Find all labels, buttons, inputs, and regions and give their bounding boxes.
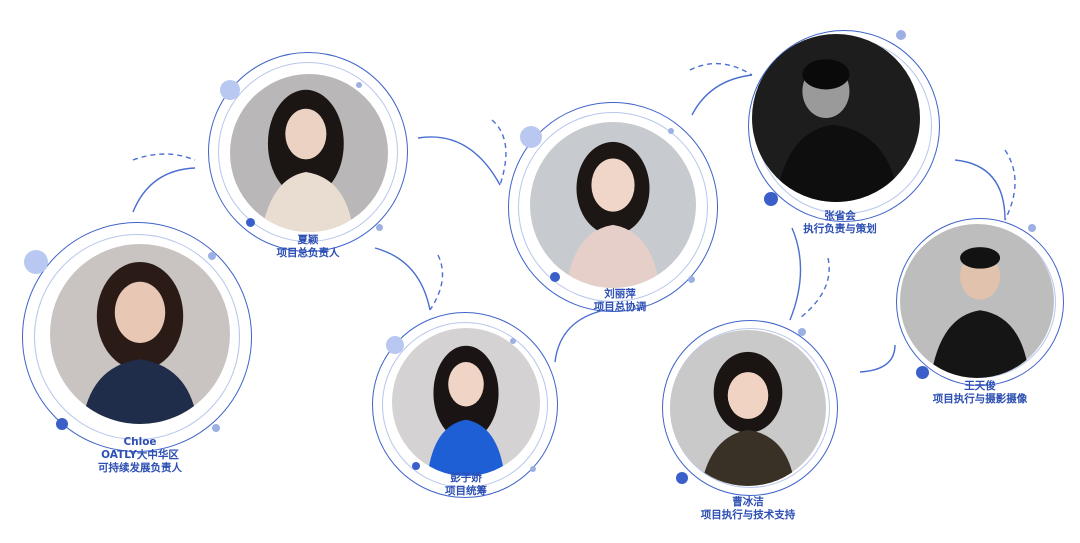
member-card-caobingjie	[662, 320, 842, 500]
zhangshenghui-photo	[752, 34, 920, 202]
liuliping-name: 刘丽萍	[604, 288, 636, 300]
chloe-role-2: 可持续发展负责人	[98, 462, 182, 474]
liuliping-label: 刘丽萍 项目总协调	[594, 288, 647, 314]
caobingjie-label: 曹冰洁 项目执行与技术支持	[701, 496, 796, 522]
wangtianjun-role: 项目执行与摄影摄像	[932, 393, 1028, 405]
pengzijiao-role: 项目统筹	[445, 485, 487, 497]
liuliping-photo	[530, 122, 696, 288]
chloe-name: Chloe	[123, 436, 157, 448]
pengzijiao-name: 彭子娇	[450, 472, 482, 484]
member-card-xiaying	[208, 52, 414, 258]
wangtianjun-photo	[900, 224, 1054, 378]
xiaying-name: 夏颖	[297, 234, 319, 246]
xiaying-label: 夏颖 项目总负责人	[277, 234, 340, 260]
xiaying-photo	[230, 74, 388, 232]
member-card-chloe	[22, 222, 258, 458]
chloe-photo	[50, 244, 230, 424]
wangtianjun-label: 王天俊 项目执行与摄影摄像	[933, 380, 1028, 406]
caobingjie-name: 曹冰洁	[732, 496, 764, 508]
zhangshenghui-role: 执行负责与策划	[803, 223, 877, 235]
chloe-label: Chloe OATLY大中华区 可持续发展负责人	[98, 436, 182, 475]
caobingjie-role: 项目执行与技术支持	[700, 509, 796, 521]
member-card-wangtianjun	[896, 218, 1068, 390]
member-card-liuliping	[508, 102, 722, 316]
member-card-pengzijiao	[372, 312, 562, 502]
caobingjie-photo	[670, 330, 826, 486]
zhangshenghui-label: 张省会 执行负责与策划	[803, 210, 877, 236]
liuliping-role: 项目总协调	[593, 301, 647, 313]
chloe-role-1: OATLY大中华区	[101, 449, 179, 461]
pengzijiao-photo	[392, 328, 540, 476]
zhangshenghui-name: 张省会	[824, 210, 856, 222]
xiaying-role: 项目总负责人	[276, 247, 340, 259]
wangtianjun-name: 王天俊	[964, 380, 996, 392]
pengzijiao-label: 彭子娇 项目统筹	[445, 472, 487, 498]
member-card-zhangshenghui	[748, 30, 944, 226]
